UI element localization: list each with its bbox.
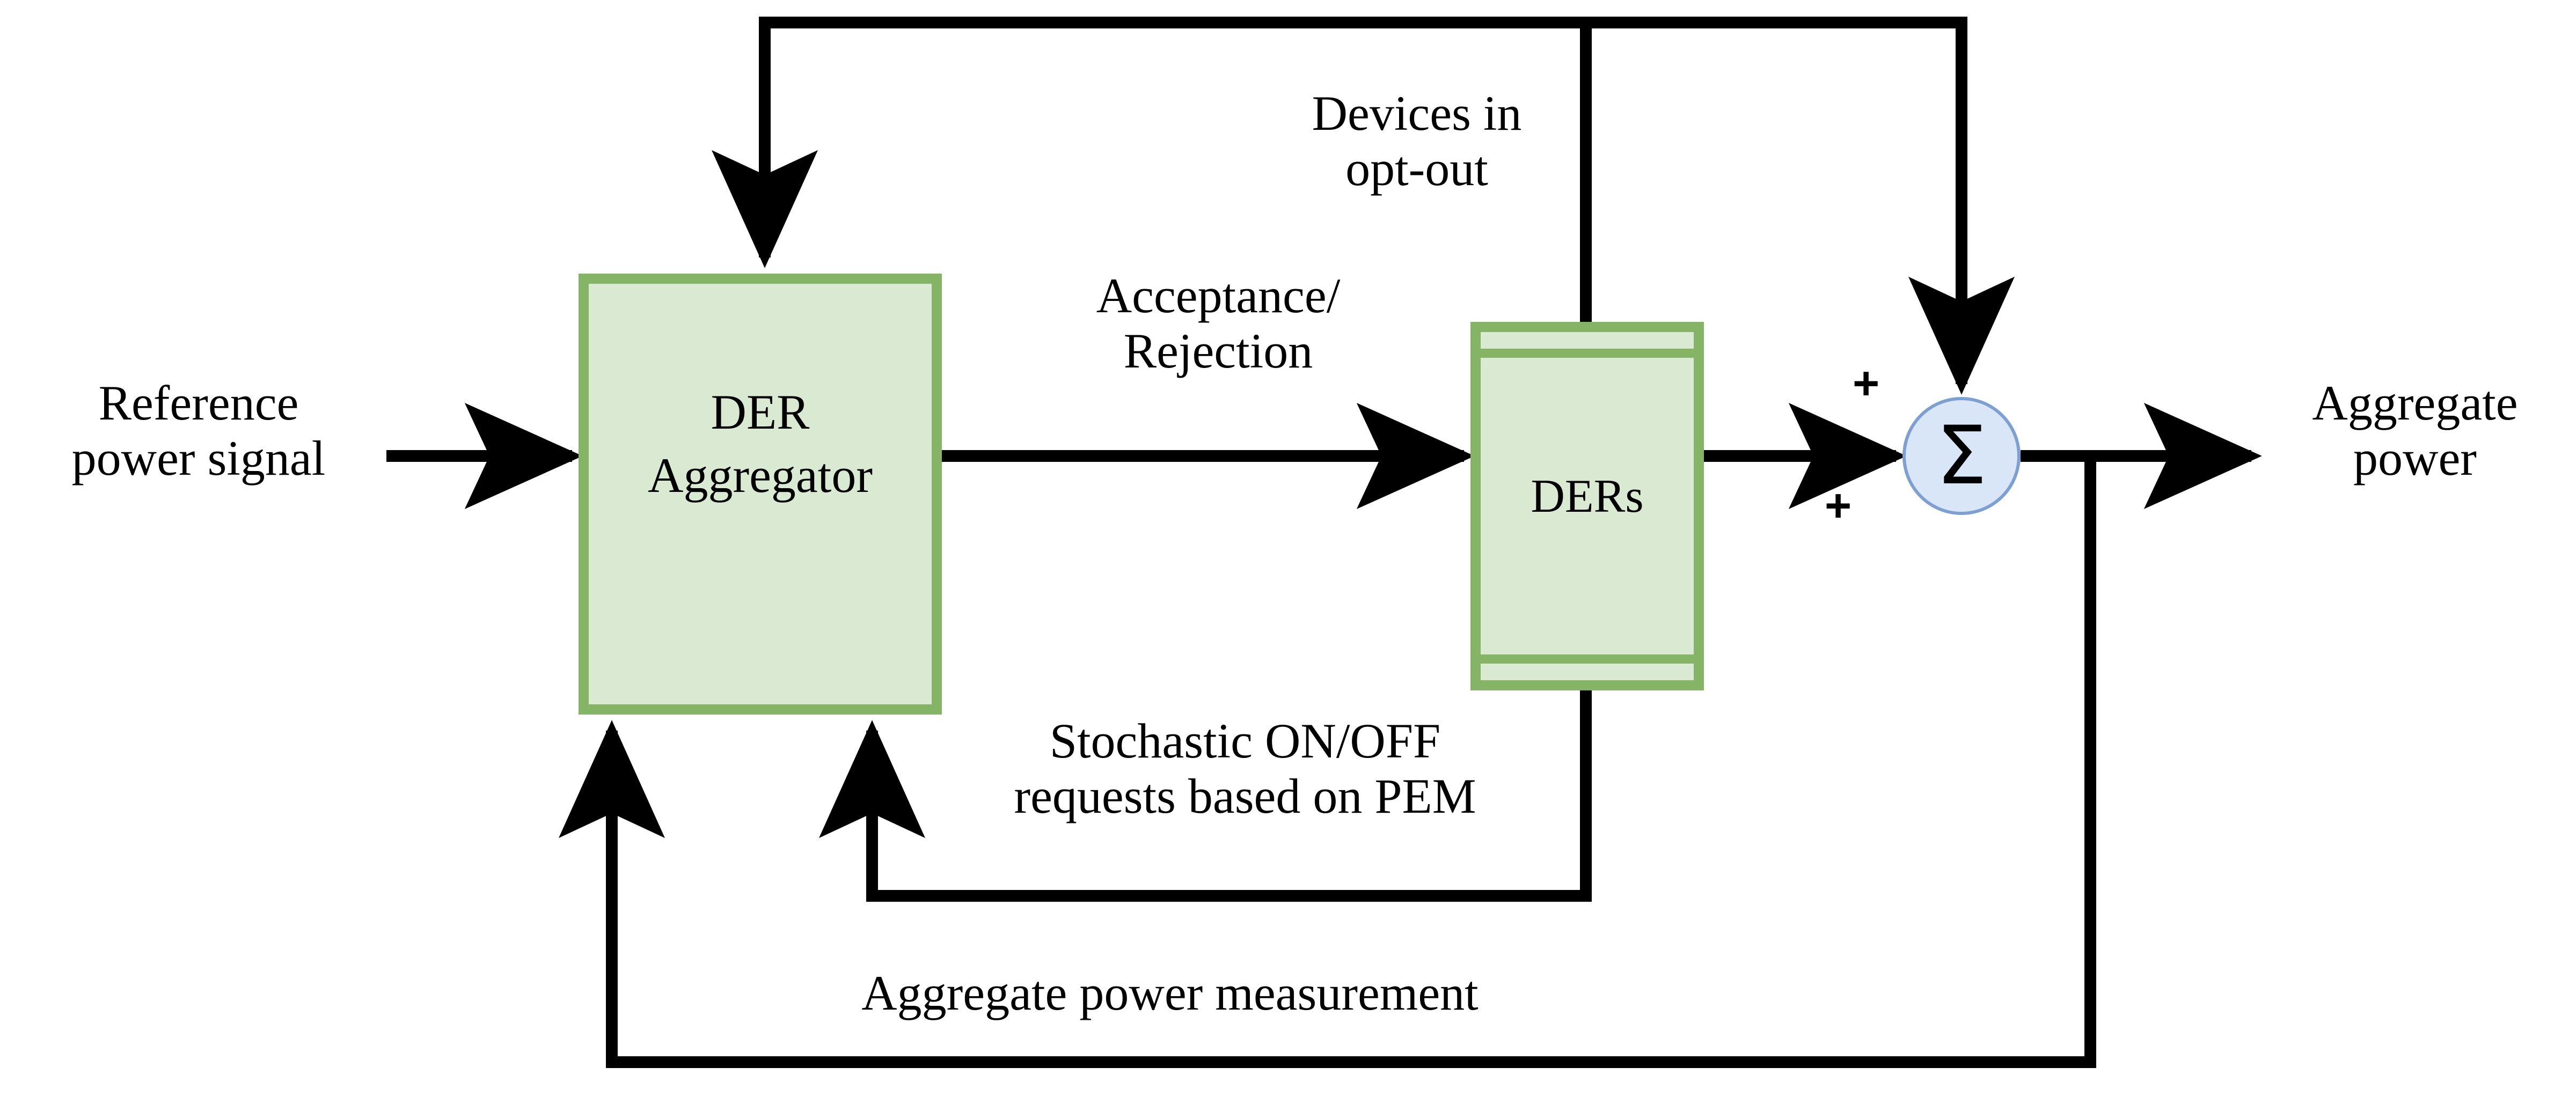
summation-plus-sign-bottom: +: [1825, 480, 1852, 532]
der-aggregator-label-line1: DER: [711, 385, 810, 439]
wire-aggregate-power-measurement: [559, 456, 2096, 1068]
ders-label: DERs: [1531, 470, 1644, 522]
ders-stack-band-bottom: [1481, 654, 1694, 664]
label-aggregate-power-output: Aggregate power: [2312, 376, 2518, 486]
block-ders[interactable]: DERs: [1470, 322, 1704, 690]
label-reference-power-signal: Reference power signal: [71, 376, 326, 486]
wire-stochastic-requests: [819, 690, 1592, 902]
sigma-icon: Σ: [1936, 409, 1987, 503]
summation-node[interactable]: Σ: [1902, 397, 2021, 515]
summation-plus-sign-top: +: [1853, 358, 1880, 409]
label-devices-in-optout: Devices in opt-out: [1312, 86, 1522, 196]
label-aggregate-power-measurement: Aggregate power measurement: [861, 966, 1479, 1020]
ders-stack-band-top: [1481, 349, 1694, 358]
label-stochastic-requests: Stochastic ON/OFF requests based on PEM: [1014, 713, 1476, 824]
der-aggregator-label-line2: Aggregator: [648, 448, 873, 503]
wire-optout-to-summation: [1586, 17, 2015, 395]
wire-optout-to-aggregator: [712, 17, 1586, 268]
label-acceptance-rejection: Acceptance/ Rejection: [1096, 268, 1341, 379]
block-der-aggregator[interactable]: DER Aggregator: [579, 274, 942, 715]
